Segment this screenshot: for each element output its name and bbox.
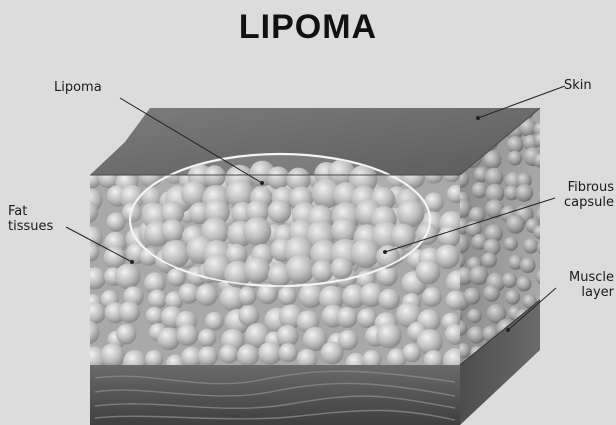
lipoma-fat-cell [286,255,315,284]
label-muscle-layer: Muscle layer [556,270,614,300]
fat-cell [84,302,106,324]
label-skin: Skin [564,78,614,93]
fat-cell [504,237,518,251]
fat-cell [238,287,257,306]
lipoma-fat-cell [162,240,190,268]
fat-cell [515,184,533,202]
fat-cell [538,189,556,207]
fat-cell [148,290,167,309]
label-fat-tissues-line2: tissues [8,219,53,234]
fat-cell [467,326,485,344]
fat-cell [533,153,548,168]
label-muscle-layer-line1: Muscle [556,270,614,285]
fat-cell [198,346,218,366]
fat-cell [402,343,421,362]
lipoma-fat-cell [161,219,184,242]
fat-cell [467,309,482,324]
fat-cell [84,267,106,289]
fat-cell [205,312,224,331]
fat-cell [278,287,297,306]
lipoma-fat-cell [244,257,271,284]
label-muscle-layer-line2: layer [556,285,614,300]
lipoma-fat-cell [391,224,416,249]
fat-cell [321,342,344,365]
fat-cell [376,323,401,348]
fat-cell [469,266,488,285]
fat-cell [507,151,522,166]
fat-cell [463,288,480,305]
fat-cell [485,168,504,187]
fat-cell [177,324,199,346]
fat-cell [435,244,460,269]
fat-cell [219,344,238,363]
fat-cell [540,325,559,344]
fat-cell [502,273,517,288]
fat-cell [533,122,548,137]
fat-cell [543,100,557,114]
lipoma-fat-cell [397,200,425,228]
fat-cell [76,320,100,344]
lipoma-fat-cell [268,200,291,223]
fat-cell [536,269,552,285]
fat-cell [483,285,500,302]
fat-cell [115,264,140,289]
lipoma-fat-cell [267,166,290,189]
fat-cell [258,342,281,365]
label-fibrous-capsule: Fibrous capsule [556,180,614,210]
fat-cell [198,329,216,347]
fat-cell [534,133,549,148]
fat-cell [237,344,259,366]
label-fat-tissues-line1: Fat [8,204,53,219]
fat-cell [537,239,554,256]
fat-cell [540,336,559,355]
fat-cell [539,303,558,322]
label-fibrous-capsule-line2: capsule [556,195,614,210]
lipoma-fat-cell [243,217,271,245]
fat-cell [516,276,531,291]
fat-cell [279,343,298,362]
fat-cell [506,215,525,234]
lipoma-fat-cell [351,239,380,268]
fat-cell [157,327,180,350]
lipoma-fat-cell [331,257,353,279]
label-fat-tissues: Fat tissues [8,204,53,234]
fat-cell [116,324,136,344]
fat-cell [507,136,524,153]
fat-cell [357,308,377,328]
fat-cell [101,343,125,367]
fat-cell [533,225,547,239]
fat-cell [76,201,98,223]
lipoma-fat-cell [312,260,334,282]
fat-cell [481,252,497,268]
fat-cell [520,258,536,274]
fat-cell [196,284,218,306]
fat-cell [416,260,441,285]
fat-cell [540,356,559,375]
fat-cell [81,243,99,261]
fat-cell [505,290,520,305]
fat-cell [238,305,259,326]
fat-cell [523,238,538,253]
label-fibrous-capsule-line1: Fibrous [556,180,614,195]
fat-cell [422,287,442,307]
fat-cell [378,289,399,310]
label-lipoma: Lipoma [54,80,102,95]
lipoma-fat-cell [204,165,226,187]
fat-cell [472,182,488,198]
fat-cell [337,307,358,328]
fat-cell [119,301,141,323]
